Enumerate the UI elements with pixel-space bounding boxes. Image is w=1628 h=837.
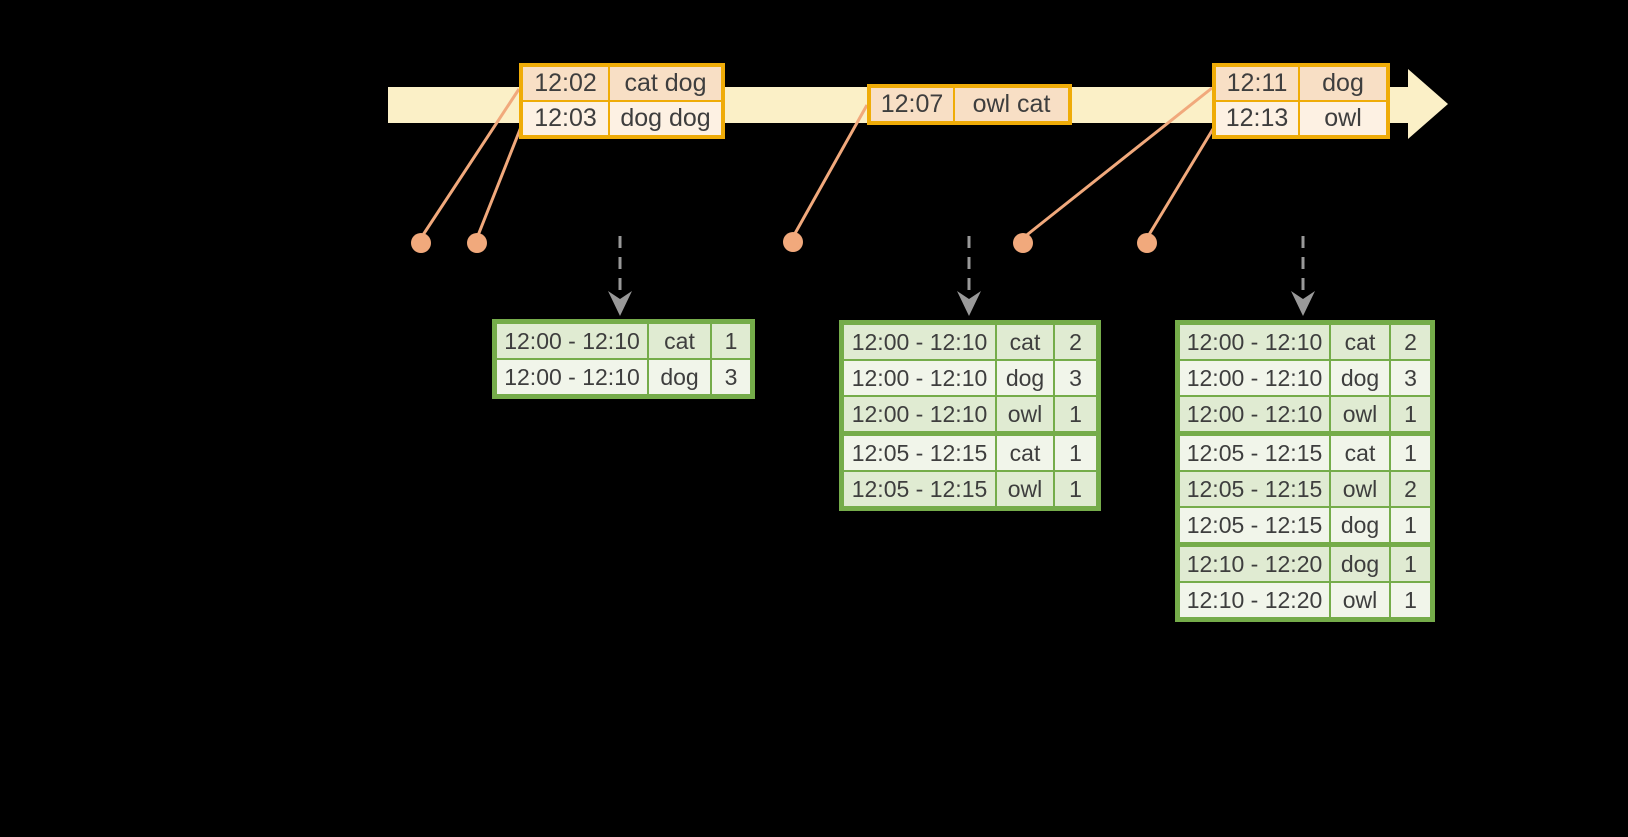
event-dot (1013, 233, 1033, 253)
word-cell: owl (995, 472, 1053, 506)
word-cell: cat (995, 325, 1053, 359)
arrowhead-icon (957, 291, 981, 316)
count-cell: 1 (710, 324, 750, 358)
event-dot (467, 233, 487, 253)
word-cell: cat (1329, 325, 1389, 359)
count-cell: 1 (1053, 397, 1096, 431)
word-cell: owl (1329, 472, 1389, 506)
count-cell: 1 (1053, 472, 1096, 506)
window-cell: 12:00 - 12:10 (1186, 328, 1323, 355)
window-cell: 12:00 - 12:10 (1186, 400, 1323, 427)
connector-line (791, 104, 869, 238)
word-cell: dog (1329, 361, 1389, 395)
event-time-cell: 12:03 (534, 104, 597, 132)
word-cell: cat (647, 324, 710, 358)
count-cell: 2 (1389, 325, 1430, 359)
count-cell: 1 (1389, 583, 1430, 617)
word-cell: dog (647, 360, 710, 394)
arrowhead-icon (608, 291, 632, 316)
event-table-1211-1213: 12:11 dog 12:13 owl (1212, 63, 1390, 139)
connector-line (419, 88, 521, 239)
window-cell: 12:00 - 12:10 (851, 328, 988, 355)
window-cell: 12:00 - 12:10 (851, 400, 988, 427)
word-cell: cat (1329, 436, 1389, 470)
window-cell: 12:05 - 12:15 (1186, 511, 1323, 538)
count-cell: 1 (1389, 508, 1430, 542)
event-words-cell: dog (1298, 67, 1386, 100)
event-time-cell: 12:11 (1226, 69, 1288, 97)
count-cell: 3 (1389, 361, 1430, 395)
event-time-cell: 12:02 (534, 69, 597, 97)
window-cell: 12:05 - 12:15 (851, 439, 988, 466)
event-table-1202-1203: 12:02 cat dog 12:03 dog dog (519, 63, 725, 139)
arrowhead-icon (1291, 291, 1315, 316)
event-words-cell: dog dog (608, 102, 721, 135)
event-row: 12:03 dog dog (523, 100, 721, 135)
connector-line (1145, 128, 1215, 239)
event-dot (1137, 233, 1157, 253)
count-cell: 2 (1053, 325, 1096, 359)
event-row: 12:02 cat dog (523, 67, 721, 100)
window-cell: 12:00 - 12:10 (1186, 364, 1323, 391)
count-cell: 1 (1389, 547, 1430, 581)
word-cell: owl (995, 397, 1053, 431)
count-cell: 2 (1389, 472, 1430, 506)
event-time-cell: 12:13 (1225, 104, 1289, 132)
window-cell: 12:05 - 12:15 (1186, 475, 1323, 502)
count-cell: 3 (1053, 361, 1096, 395)
trigger-arrow (608, 236, 632, 316)
window-cell: 12:00 - 12:10 (851, 364, 988, 391)
count-cell: 1 (1053, 436, 1096, 470)
trigger-arrow (957, 236, 981, 316)
word-cell: owl (1329, 397, 1389, 431)
word-cell: owl (1329, 583, 1389, 617)
event-row: 12:13 owl (1216, 100, 1386, 135)
timeline-arrowhead-icon (1408, 69, 1448, 139)
window-cell: 12:05 - 12:15 (1186, 439, 1323, 466)
window-cell: 12:10 - 12:20 (1186, 550, 1323, 577)
word-cell: dog (995, 361, 1053, 395)
event-words-cell: owl (1298, 102, 1386, 135)
word-cell: cat (995, 436, 1053, 470)
trigger-arrow (1291, 236, 1315, 316)
count-cell: 1 (1389, 397, 1430, 431)
event-words-cell: cat dog (608, 67, 721, 100)
connector-line (475, 126, 523, 239)
event-row: 12:07 owl cat (871, 88, 1068, 121)
window-cell: 12:10 - 12:20 (1186, 586, 1323, 613)
word-cell: dog (1329, 508, 1389, 542)
window-cell: 12:00 - 12:10 (504, 363, 640, 390)
event-row: 12:11 dog (1216, 67, 1386, 100)
event-table-1207: 12:07 owl cat (867, 84, 1072, 125)
event-time-cell: 12:07 (880, 90, 944, 118)
count-cell: 3 (710, 360, 750, 394)
window-cell: 12:00 - 12:10 (504, 327, 640, 354)
count-cell: 1 (1389, 436, 1430, 470)
window-cell: 12:05 - 12:15 (851, 475, 988, 502)
event-dot (783, 232, 803, 252)
word-cell: dog (1329, 547, 1389, 581)
event-dot (411, 233, 431, 253)
event-words-cell: owl cat (953, 88, 1068, 121)
